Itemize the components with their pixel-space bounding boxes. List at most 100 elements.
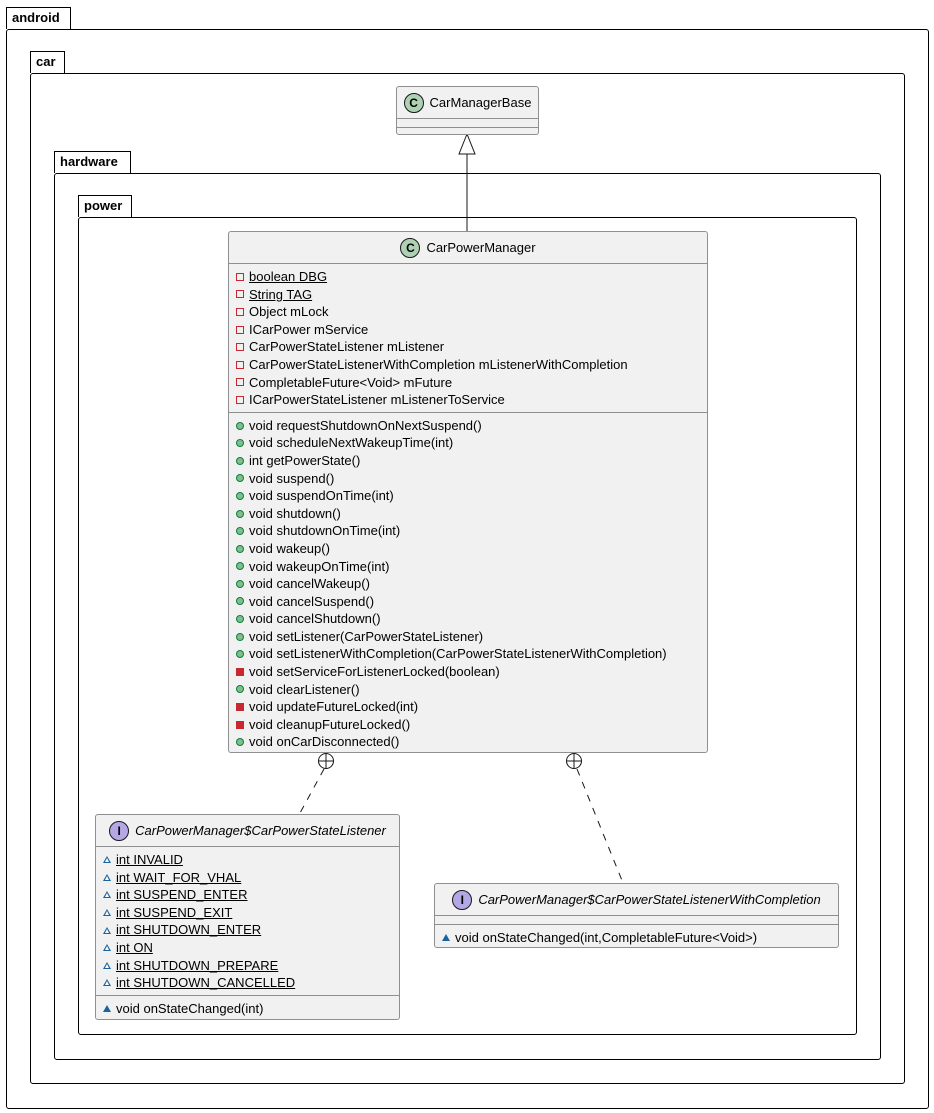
field-row: boolean DBG (229, 268, 707, 286)
package-android (6, 29, 929, 1109)
class-stereotype-icon: C (400, 237, 421, 258)
method-text: void wakeupOnTime(int) (249, 558, 390, 574)
field-row: int SUSPEND_ENTER (96, 886, 399, 904)
private-visibility-icon (236, 720, 244, 729)
class-methods-section: void onStateChanged(int) (96, 996, 399, 1021)
method-row: void updateFutureLocked(int) (229, 698, 707, 716)
package-visibility-icon (103, 979, 111, 987)
method-row: void setServiceForListenerLocked(boolean… (229, 663, 707, 681)
class-header: C CarPowerManager (229, 232, 707, 264)
public-visibility-icon (236, 527, 244, 536)
nesting-line-state-listener-completion (576, 768, 624, 884)
package-label-car: car (36, 54, 56, 69)
class-name: CarPowerManager$CarPowerStateListenerWit… (478, 892, 821, 907)
private-visibility-icon (236, 703, 244, 712)
public-visibility-icon (236, 421, 244, 430)
method-text: void clearListener() (249, 681, 360, 697)
method-text: void cleanupFutureLocked() (249, 716, 411, 732)
package-label-power: power (84, 198, 123, 213)
class-header: C CarManagerBase (397, 87, 538, 119)
method-text: void wakeup() (249, 540, 330, 556)
method-row: void requestShutdownOnNextSuspend() (229, 417, 707, 435)
method-text: void updateFutureLocked(int) (249, 699, 419, 715)
method-row: void wakeup() (229, 540, 707, 558)
method-row: void cleanupFutureLocked() (229, 716, 707, 734)
method-row: void clearListener() (229, 681, 707, 699)
method-row: void onCarDisconnected() (229, 733, 707, 751)
class-fields-section (435, 916, 838, 925)
field-row: int WAIT_FOR_VHAL (96, 869, 399, 887)
method-text: void cancelSuspend() (249, 593, 375, 609)
public-visibility-icon (236, 474, 244, 483)
private-visibility-icon (236, 360, 244, 369)
package-visibility-icon (103, 873, 111, 881)
nesting-line-state-listener (299, 768, 325, 814)
class-header: I CarPowerManager$CarPowerStateListener (96, 815, 399, 847)
interface-car-power-state-listener[interactable]: I CarPowerManager$CarPowerStateListener … (95, 814, 400, 1020)
field-text: int WAIT_FOR_VHAL (116, 869, 242, 885)
field-row: ICarPowerStateListener mListenerToServic… (229, 391, 707, 409)
package-car (30, 73, 905, 1084)
public-visibility-icon (236, 579, 244, 588)
package-tab-android: android (6, 7, 71, 29)
class-car-manager-base[interactable]: C CarManagerBase (396, 86, 539, 135)
package-tab-power: power (78, 195, 132, 217)
inheritance-arrowhead (458, 132, 476, 155)
method-row: void setListener(CarPowerStateListener) (229, 628, 707, 646)
method-text: void scheduleNextWakeupTime(int) (249, 435, 454, 451)
method-row: void onStateChanged(int) (96, 1000, 399, 1018)
package-visibility-icon (103, 909, 111, 917)
package-visibility-icon (103, 926, 111, 934)
nesting-symbol-state-listener-completion (566, 753, 582, 769)
method-row: void suspendOnTime(int) (229, 487, 707, 505)
package-visibility-icon (103, 961, 111, 969)
method-row: void cancelWakeup() (229, 575, 707, 593)
method-row: int getPowerState() (229, 452, 707, 470)
field-text: CompletableFuture<Void> mFuture (249, 374, 453, 390)
nesting-symbol-state-listener (318, 753, 334, 769)
field-text: boolean DBG (249, 269, 328, 284)
interface-car-power-state-listener-with-completion[interactable]: I CarPowerManager$CarPowerStateListenerW… (434, 883, 839, 948)
public-visibility-icon (236, 685, 244, 694)
class-methods-section (397, 128, 538, 136)
field-row: String TAG (229, 286, 707, 304)
public-visibility-icon (236, 650, 244, 659)
package-visibility-icon (103, 856, 111, 864)
method-text: void onCarDisconnected() (249, 734, 400, 750)
class-name: CarManagerBase (429, 95, 532, 110)
package-visibility-icon (103, 1005, 111, 1013)
public-visibility-icon (236, 615, 244, 624)
method-text: int getPowerState() (249, 452, 361, 468)
public-visibility-icon (236, 632, 244, 641)
private-visibility-icon (236, 325, 244, 334)
package-visibility-icon (442, 934, 450, 942)
method-row: void shutdown() (229, 505, 707, 523)
method-text: void setListenerWithCompletion(CarPowerS… (249, 646, 667, 662)
method-row: void onStateChanged(int,CompletableFutur… (435, 929, 838, 947)
package-visibility-icon (103, 891, 111, 899)
method-text: void suspend() (249, 470, 335, 486)
method-row: void shutdownOnTime(int) (229, 522, 707, 540)
field-row: CompletableFuture<Void> mFuture (229, 374, 707, 392)
class-name: CarPowerManager$CarPowerStateListener (135, 823, 386, 838)
field-text: ICarPower mService (249, 321, 369, 337)
public-visibility-icon (236, 491, 244, 500)
private-visibility-icon (236, 378, 244, 387)
method-text: void cancelWakeup() (249, 576, 370, 592)
field-text: String TAG (249, 286, 313, 302)
public-visibility-icon (236, 562, 244, 571)
field-text: int SUSPEND_EXIT (116, 904, 233, 920)
field-row: Object mLock (229, 303, 707, 321)
interface-stereotype-icon: I (452, 889, 473, 910)
public-visibility-icon (236, 439, 244, 448)
field-row: int ON (96, 939, 399, 957)
class-name: CarPowerManager (426, 240, 536, 255)
method-text: void suspendOnTime(int) (249, 488, 394, 504)
method-text: void setServiceForListenerLocked(boolean… (249, 664, 500, 680)
field-row: int SHUTDOWN_PREPARE (96, 957, 399, 975)
private-visibility-icon (236, 272, 244, 281)
public-visibility-icon (236, 544, 244, 553)
